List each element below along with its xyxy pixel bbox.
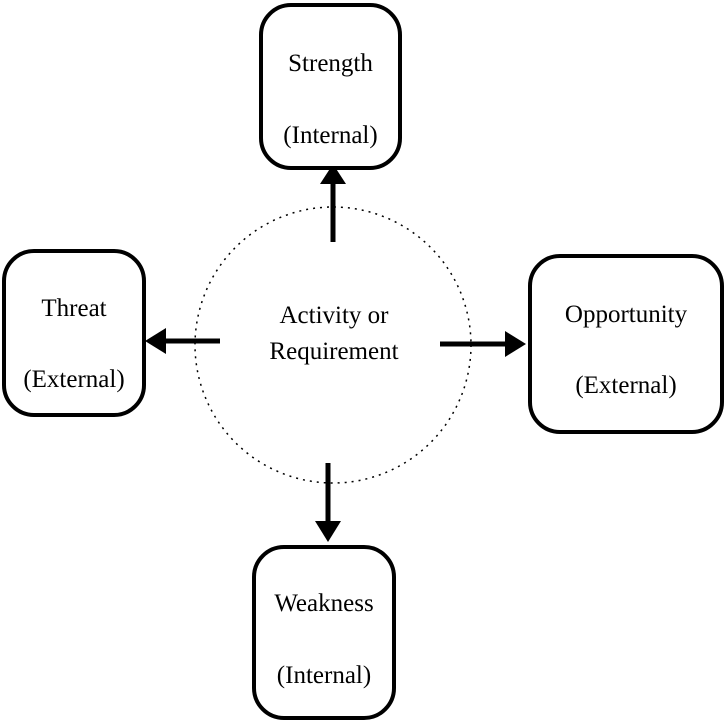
opportunity-title: Opportunity	[564, 301, 688, 328]
opportunity-box: Opportunity (External)	[528, 254, 724, 434]
center-label-line2: Requirement	[269, 338, 399, 365]
weakness-title: Weakness	[274, 590, 374, 617]
strength-title: Strength	[288, 50, 373, 77]
center-label: Activity or Requirement	[200, 298, 468, 370]
arrowhead-opportunity	[505, 331, 526, 357]
opportunity-category: (External)	[575, 372, 677, 399]
weakness-category: (Internal)	[276, 662, 372, 689]
center-label-line1: Activity or	[279, 302, 389, 329]
arrowhead-weakness	[315, 521, 341, 542]
threat-title: Threat	[41, 295, 107, 322]
strength-box: Strength (Internal)	[259, 3, 402, 170]
threat-category: (External)	[23, 366, 125, 393]
threat-box: Threat (External)	[2, 249, 146, 417]
strength-category: (Internal)	[283, 122, 378, 149]
arrowhead-threat	[145, 328, 166, 354]
arrowhead-strength	[320, 164, 346, 184]
weakness-box: Weakness (Internal)	[252, 545, 396, 720]
